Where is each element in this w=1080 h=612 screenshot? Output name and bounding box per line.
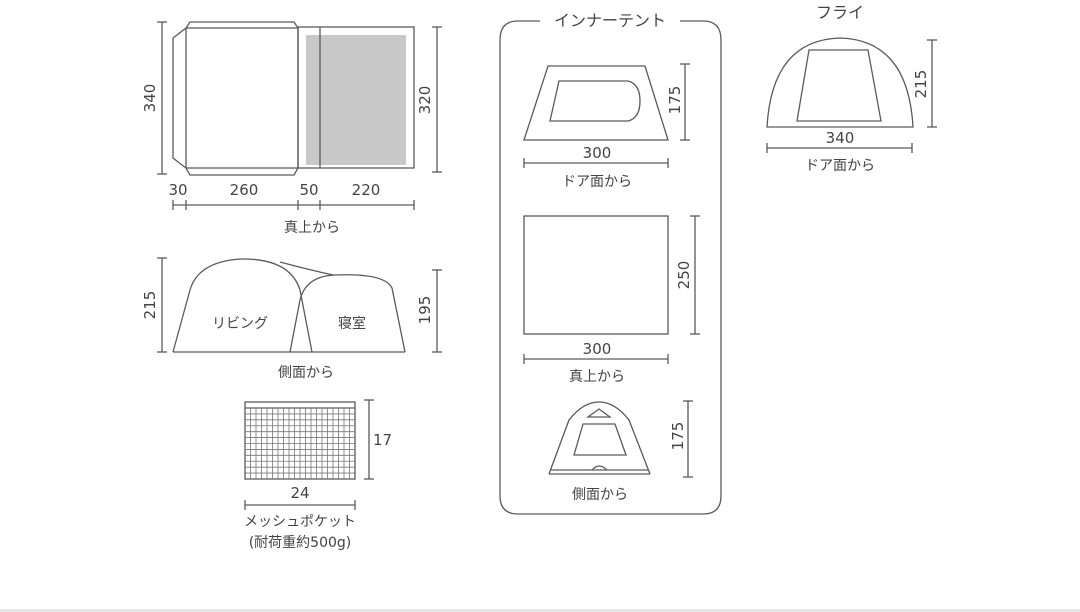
dim-side-height-living: 215 — [141, 291, 159, 320]
dim-fly-width: 340 — [826, 129, 855, 147]
caption-inner-side-view: 側面から — [572, 487, 628, 503]
dim-width-30: 30 — [168, 181, 187, 199]
dim-top-height-inner: 320 — [416, 86, 434, 115]
mesh-pocket: 17 24 メッシュポケット (耐荷重約500g) — [244, 399, 392, 551]
inner-top-view-outline — [523, 215, 669, 335]
caption-fly-door-view: ドア面から — [805, 158, 875, 174]
bottom-edge-bar — [0, 609, 1080, 612]
inner-tent-panel: インナーテント 175 300 ドア面から 250 300 真上から — [499, 11, 722, 515]
inner-tent-frame — [499, 20, 722, 515]
dim-fly-height: 215 — [912, 70, 930, 99]
fly-door-panel — [796, 49, 882, 122]
inner-side-view-outline — [548, 401, 651, 475]
dim-inner-side-height: 175 — [669, 422, 687, 451]
label-bedroom: 寝室 — [338, 315, 366, 332]
tent-top-view: 340 320 30 260 50 220 真上から — [141, 21, 442, 236]
tent-side-view: 215 リビング 寝室 195 側面から — [141, 257, 442, 381]
fly-view: フライ 215 340 ドア面から — [766, 3, 937, 174]
dim-inner-door-width: 300 — [583, 144, 612, 162]
inner-tent-shade — [306, 35, 406, 165]
caption-mesh-pocket: メッシュポケット — [244, 514, 356, 530]
dim-width-220: 220 — [352, 181, 381, 199]
dim-side-height-bedroom: 195 — [416, 296, 434, 325]
dim-top-height-total: 340 — [141, 84, 159, 113]
dim-width-50: 50 — [299, 181, 318, 199]
caption-inner-door-view: ドア面から — [562, 174, 632, 190]
caption-inner-top-view: 真上から — [569, 369, 625, 385]
dim-inner-door-height: 175 — [666, 86, 684, 115]
dim-pocket-width: 24 — [290, 484, 309, 502]
inner-side-window — [573, 423, 627, 456]
inner-door-opening — [549, 80, 641, 122]
dim-inner-top-width: 300 — [583, 340, 612, 358]
living-area-outline — [172, 21, 299, 176]
label-living: リビング — [212, 316, 268, 332]
inner-door-view-outline — [523, 65, 669, 141]
mesh-grid — [245, 408, 355, 479]
fly-title: フライ — [816, 3, 864, 22]
dim-inner-top-depth: 250 — [675, 261, 693, 290]
caption-load-capacity: (耐荷重約500g) — [249, 535, 352, 551]
caption-side-view: 側面から — [278, 365, 334, 381]
dim-pocket-height: 17 — [373, 431, 392, 449]
inner-vent — [586, 408, 612, 418]
living-dome — [172, 258, 313, 353]
bedroom-area-outline — [297, 26, 415, 169]
dim-width-260: 260 — [230, 181, 259, 199]
caption-top-view: 真上から — [284, 220, 340, 236]
fly-outline — [766, 37, 914, 128]
bedroom-dome — [289, 274, 406, 353]
inner-tent-title: インナーテント — [554, 11, 666, 30]
